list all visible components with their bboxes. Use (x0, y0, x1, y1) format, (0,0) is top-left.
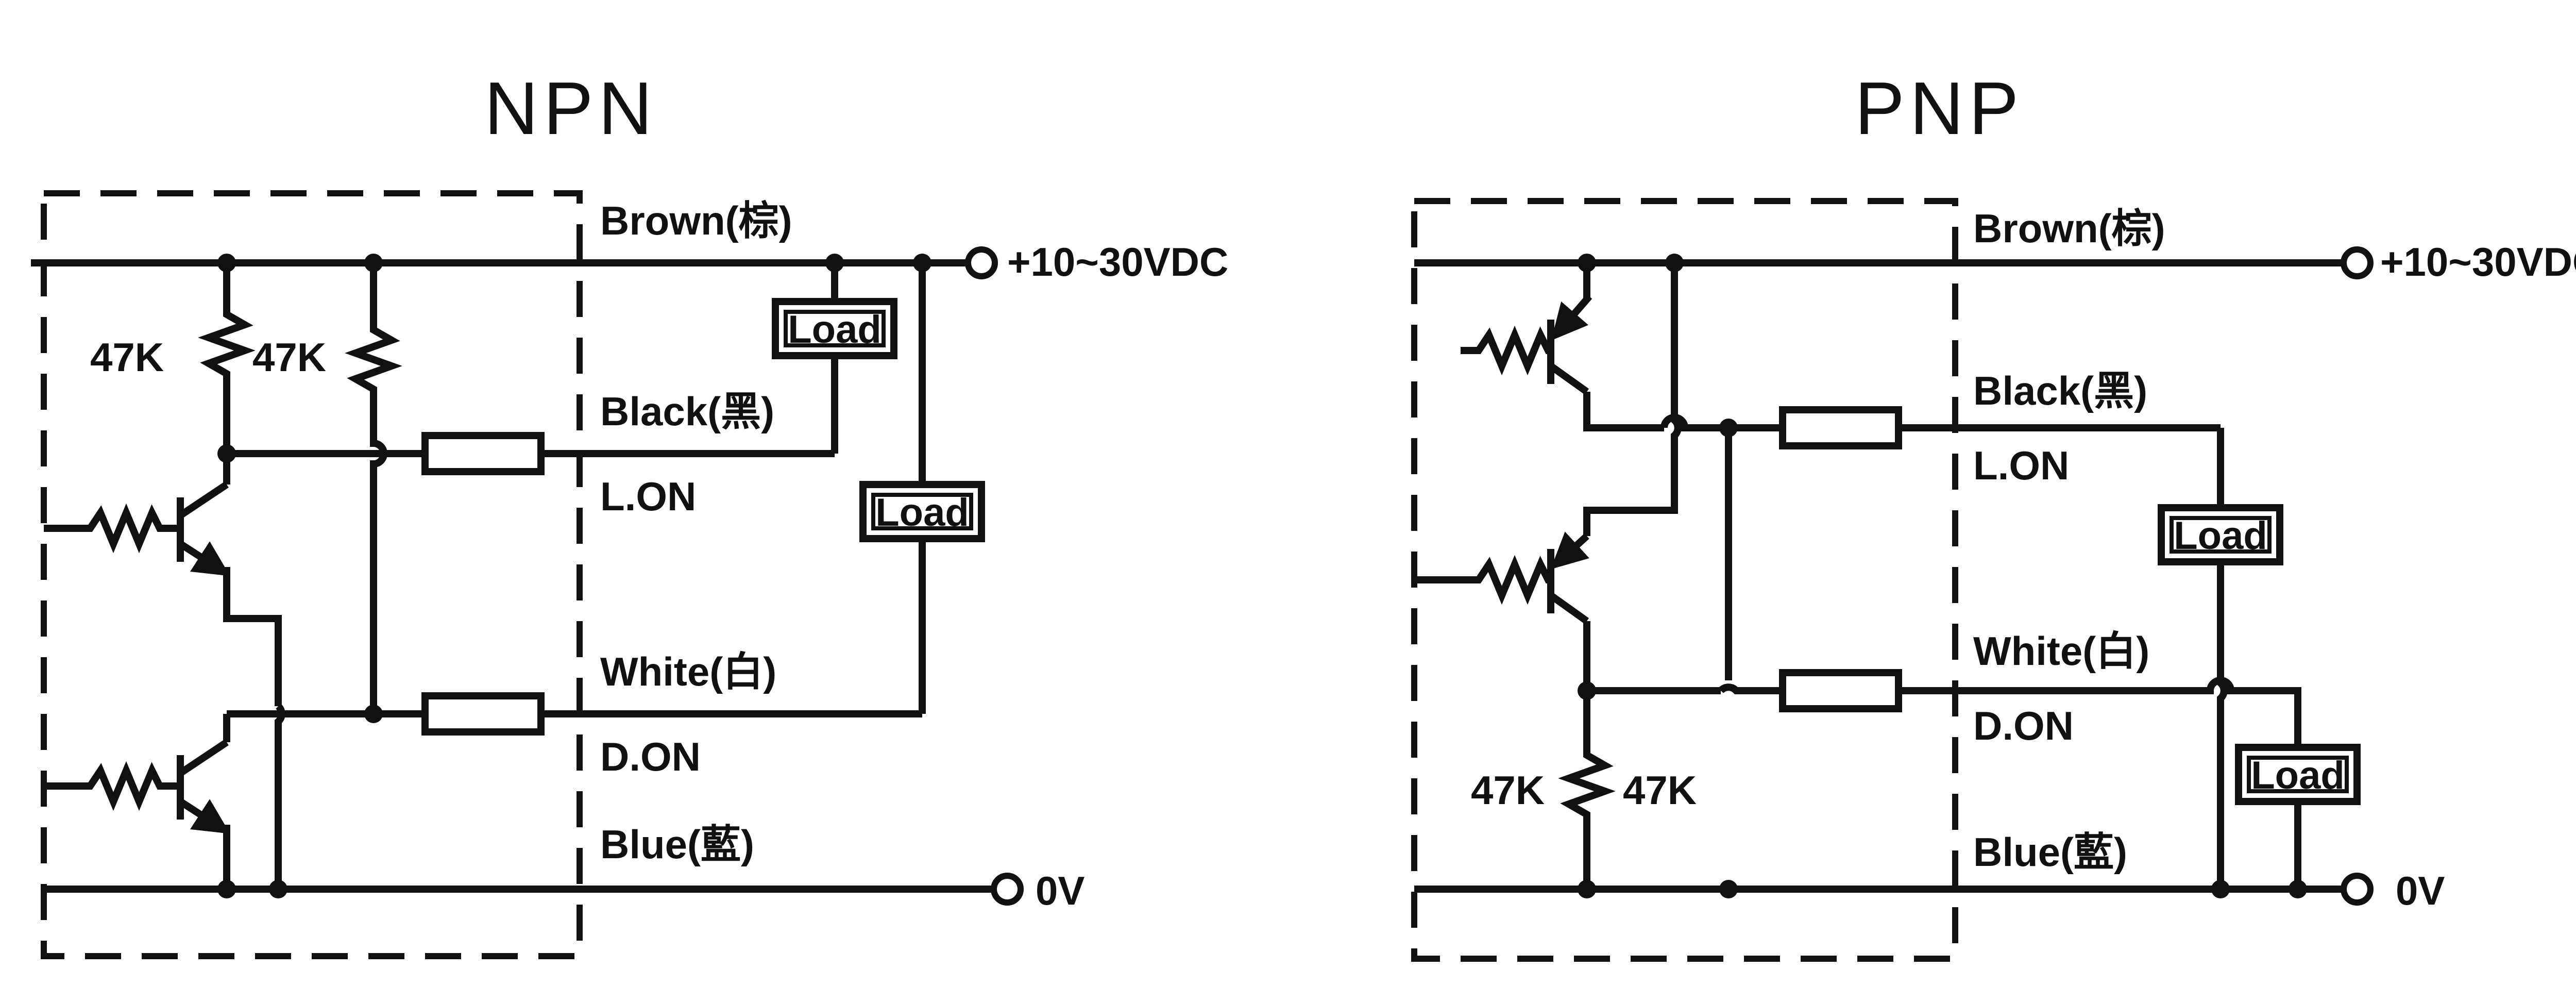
npn-title: NPN (484, 66, 657, 150)
pnp-load-1-inner (2170, 516, 2272, 554)
npn-ground-terminal (991, 873, 1024, 906)
pnp-resistor-2-label: 47K (1623, 767, 1697, 813)
pnp-load-2-inner (2247, 756, 2349, 793)
pnp-junction (1719, 880, 1738, 898)
npn-white-label: White(白) (600, 649, 776, 694)
npn-base-resistor-2 (44, 761, 180, 811)
pnp-supply-terminal (2341, 246, 2374, 279)
pnp-load-1-lower-lead (2217, 562, 2228, 889)
pnp-white-line-hop (1718, 683, 1783, 694)
npn-lon-label: L.ON (600, 474, 696, 519)
pnp-junction (2211, 880, 2230, 898)
pnp-transistor-1-collector-lead (1583, 392, 1664, 431)
pnp-base-resistor-2 (1414, 555, 1552, 605)
npn-pullup-resistor-1 (198, 263, 256, 454)
pnp-junction (1665, 254, 1684, 272)
npn-junction (364, 705, 383, 723)
pnp-circuit: PNP (1411, 66, 2576, 962)
npn-resistor-2-lead (370, 389, 387, 714)
pnp-ground-label: 0V (2396, 868, 2445, 913)
npn-junction (217, 880, 236, 898)
npn-base-resistor-1 (44, 503, 180, 554)
npn-black-output-resistor (421, 432, 545, 475)
pnp-brown-label: Brown(棕) (1973, 206, 2165, 251)
npn-pullup-resistor-2 (345, 263, 402, 438)
pnp-white-label: White(白) (1973, 628, 2149, 674)
npn-junction (269, 880, 287, 898)
pnp-junction (1719, 419, 1738, 437)
npn-supply-label: +10~30VDC (1007, 239, 1228, 285)
npn-transistor-1-emitter-lead (223, 567, 282, 706)
pnp-junction (1578, 880, 1596, 898)
npn-brown-label: Brown(棕) (600, 198, 792, 243)
npn-junction (217, 254, 236, 272)
pnp-black-output-resistor (1779, 406, 1902, 449)
npn-transistor-2-emitter (178, 798, 230, 834)
npn-resistor-1-label: 47K (90, 335, 164, 380)
npn-transistor-1-collector (178, 481, 229, 519)
pnp-resistor-1-label: 47K (1471, 767, 1545, 813)
npn-circuit: NPN (31, 66, 1228, 959)
npn-load-1-inner (784, 310, 886, 347)
npn-load-1-label: Load (788, 308, 882, 352)
pnp-transistor-2-emitter-lead (1583, 263, 1682, 536)
pnp-load-2-label: Load (2251, 754, 2345, 797)
npn-junction (364, 254, 383, 272)
npn-blue-label: Blue(藍) (600, 822, 754, 867)
npn-ground-label: 0V (1036, 868, 1084, 913)
pnp-transistor-2-collector (1548, 592, 1589, 624)
pnp-blue-label: Blue(藍) (1973, 829, 2127, 875)
npn-supply-terminal (965, 246, 998, 279)
pnp-transistor-2-emitter (1550, 531, 1589, 570)
pnp-transistor-1-collector (1548, 363, 1589, 395)
pnp-junction (2289, 880, 2307, 898)
pnp-junction (1578, 681, 1596, 700)
npn-transistor-2-collector (178, 739, 229, 776)
npn-resistor-2-label: 47K (252, 335, 326, 380)
pnp-junction (1578, 254, 1596, 272)
npn-white-output-resistor (421, 692, 545, 736)
npn-don-label: D.ON (600, 734, 701, 779)
npn-load-2-inner (871, 493, 973, 530)
pnp-supply-label: +10~30VDC (2380, 239, 2576, 285)
pnp-title: PNP (1855, 66, 2024, 150)
npn-sensor-boundary (41, 190, 583, 959)
npn-junction (825, 254, 844, 272)
pnp-don-label: D.ON (1973, 703, 2074, 748)
pnp-transistor-1-emitter (1551, 294, 1592, 341)
pnp-white-line-b (1899, 677, 2301, 747)
pnp-base-resistor-1 (1461, 325, 1552, 376)
pnp-pulldown-resistor-1 (1558, 691, 1616, 889)
npn-junction (217, 444, 236, 463)
npn-transistor-1-emitter (178, 541, 230, 576)
npn-junction (913, 254, 931, 272)
pnp-ground-terminal (2341, 873, 2374, 906)
pnp-lon-label: L.ON (1973, 443, 2069, 488)
pnp-white-output-resistor (1779, 669, 1902, 712)
npn-emitter-to-ground (275, 703, 285, 889)
pnp-black-label: Black(黑) (1973, 368, 2147, 413)
npn-black-label: Black(黑) (600, 389, 774, 434)
npn-load-2-label: Load (875, 491, 969, 535)
pnp-load-1-label: Load (2174, 514, 2267, 558)
